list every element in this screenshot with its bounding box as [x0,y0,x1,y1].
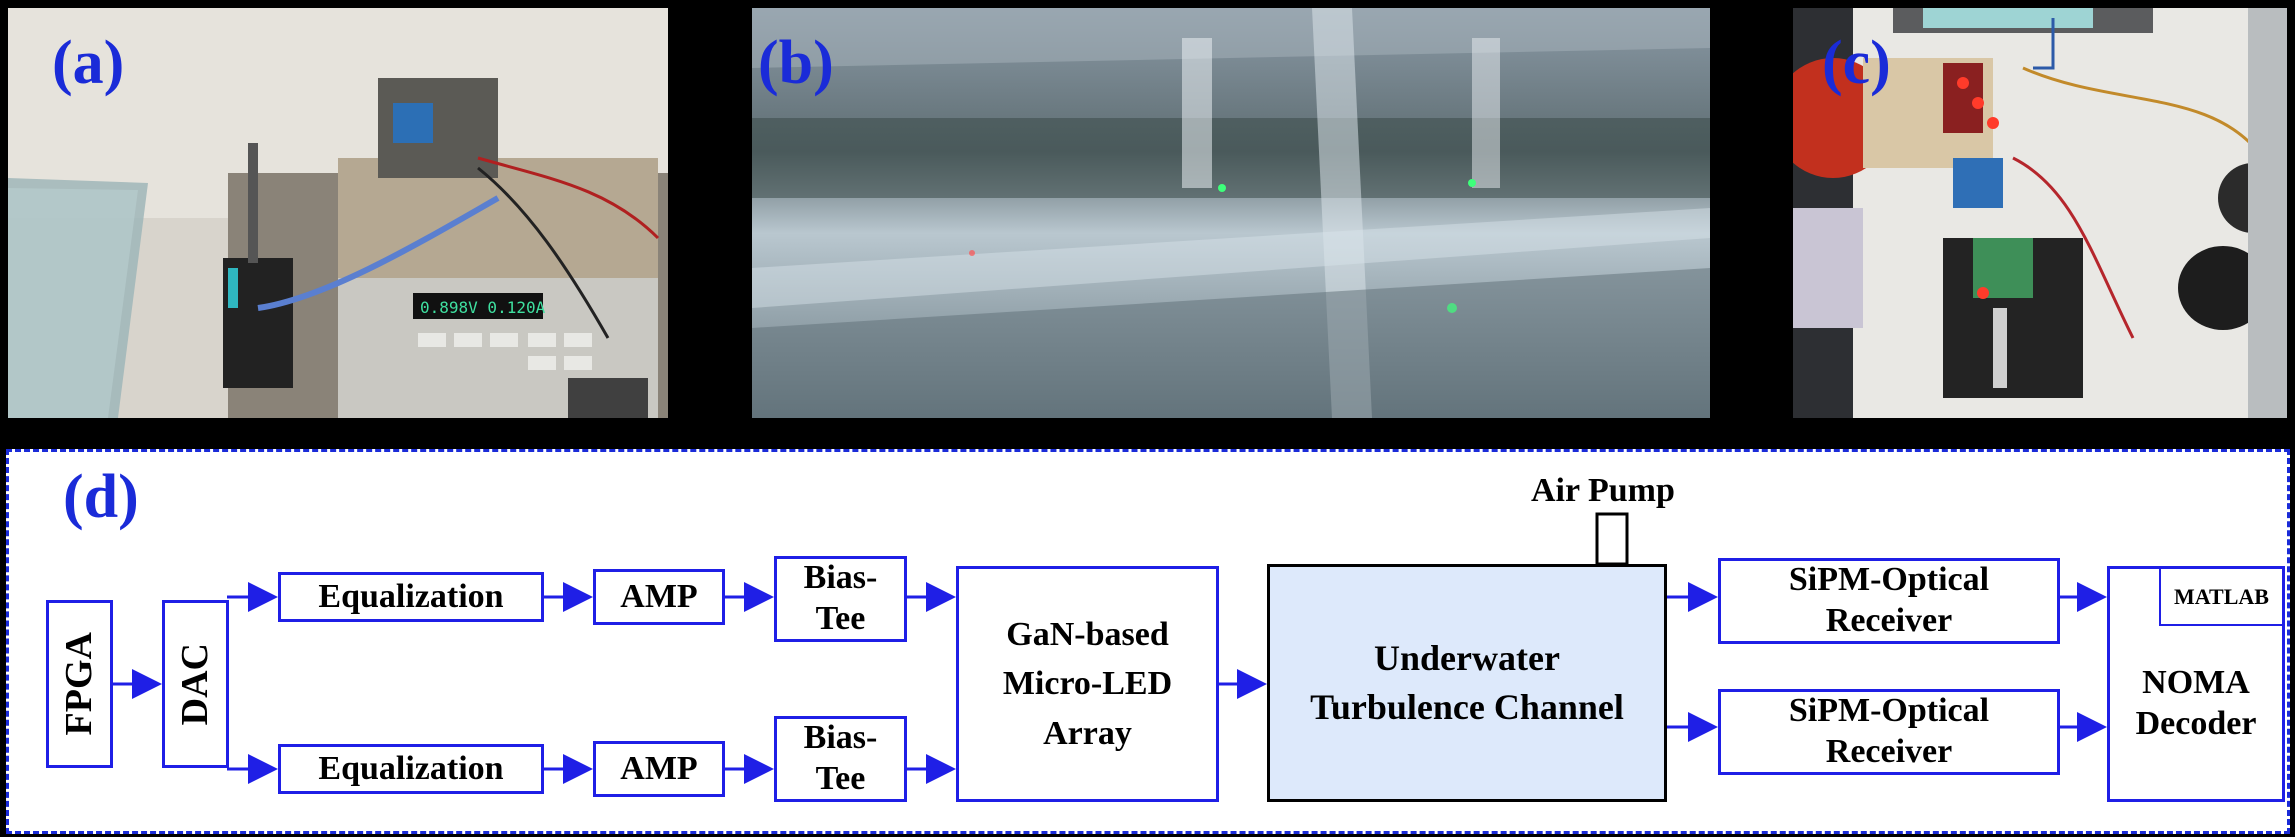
dac-block: DAC [162,600,229,768]
sipm-receiver-bottom-block: SiPM-Optical Receiver [1718,689,2060,775]
receiver-bottom-line2: Receiver [1825,733,1953,770]
connector-layer [111,512,2107,784]
decoder-line2: Decoder [2135,705,2257,742]
equalization-top-label: Equalization [318,577,504,615]
equalization-top-block: Equalization [278,572,544,622]
receiver-top-line2: Receiver [1825,602,1953,639]
micro-led-array-block: GaN-based Micro-LED Array [956,566,1219,802]
equalization-bottom-label: Equalization [318,749,504,787]
panel-label-c: (c) [1822,29,1891,97]
underwater-channel-block: Underwater Turbulence Channel [1267,564,1667,802]
led-array-line1: GaN-based [1006,616,1169,654]
bias-tee-bottom-line1: Bias- [803,719,878,757]
equalization-bottom-block: Equalization [278,744,544,794]
panel-label-a: (a) [52,29,125,97]
photo-a: 0.898V 0.120A [8,8,668,418]
led-array-line3: Array [1043,714,1132,752]
amp-bottom-label: AMP [620,749,698,787]
matlab-tag: MATLAB [2159,569,2282,626]
photo-b [752,8,1710,418]
fpga-block: FPGA [46,600,113,768]
block-diagram-panel: (d) Air Pump FPGA DAC [6,449,2290,834]
bias-tee-top-block: Bias- Tee [774,556,907,642]
air-pump-nozzle [1595,512,1629,566]
bias-tee-top-line2: Tee [815,600,866,637]
air-pump-label: Air Pump [1531,472,1675,509]
bias-tee-top-line1: Bias- [803,559,878,597]
bias-tee-bottom-line2: Tee [815,760,866,797]
amp-top-block: AMP [593,569,725,625]
bias-tee-bottom-block: Bias- Tee [774,716,907,802]
amp-top-label: AMP [620,577,698,615]
amp-bottom-block: AMP [593,741,725,797]
channel-line2: Turbulence Channel [1310,687,1624,727]
sipm-receiver-top-block: SiPM-Optical Receiver [1718,558,2060,644]
led-array-line2: Micro-LED [1002,665,1173,703]
receiver-top-line1: SiPM-Optical [1788,561,1990,599]
decoder-line1: NOMA [2142,664,2250,702]
fpga-label: FPGA [57,632,100,736]
dac-label: DAC [173,642,216,726]
channel-line1: Underwater [1374,638,1560,679]
receiver-bottom-line1: SiPM-Optical [1788,692,1990,730]
photo-c [1793,8,2287,418]
svg-text:0.898V 0.120A: 0.898V 0.120A [420,298,546,317]
panel-label-b: (b) [758,29,834,97]
panel-label-d: (d) [63,463,139,531]
